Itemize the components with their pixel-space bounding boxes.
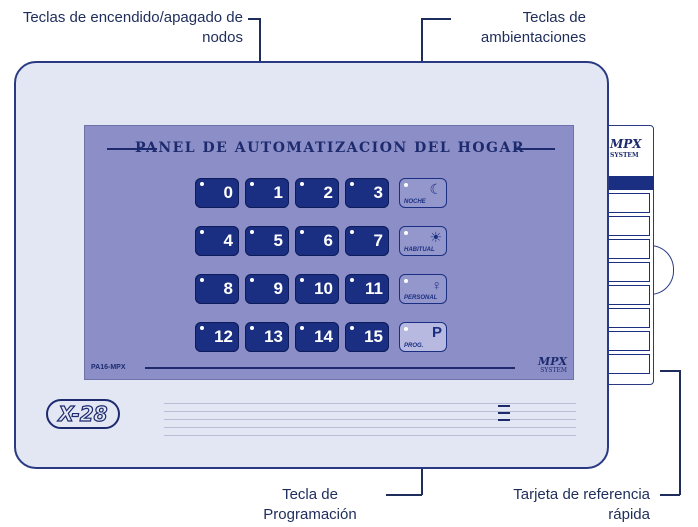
key-led	[200, 326, 204, 330]
scene-led	[404, 183, 408, 187]
key-4[interactable]: 4	[195, 226, 239, 256]
key-led	[300, 326, 304, 330]
prog-key[interactable]: P PROG.	[399, 322, 447, 352]
key-10[interactable]: 10	[295, 274, 339, 304]
key-led	[200, 278, 204, 282]
key-led	[350, 230, 354, 234]
model-rule	[145, 367, 515, 369]
key-led	[200, 230, 204, 234]
scene-key-habitual[interactable]: ☀ HABITUAL	[399, 226, 447, 256]
scene-label: NOCHE	[404, 199, 426, 205]
key-led	[300, 182, 304, 186]
scene-key-personal[interactable]: ♀ PERSONAL	[399, 274, 447, 304]
scene-key-noche[interactable]: ☾ NOCHE	[399, 178, 447, 208]
callout-node-keys: Teclas de encendido/apagado de nodos	[8, 8, 243, 48]
title-rule-right	[515, 148, 555, 150]
title-rule-left	[107, 148, 157, 150]
key-led	[200, 182, 204, 186]
leader-node-keys-h	[248, 18, 260, 20]
key-8[interactable]: 8	[195, 274, 239, 304]
card-mpx-logo: MPX SYSTEM	[610, 137, 642, 159]
leader-card-h	[660, 494, 680, 496]
key-7[interactable]: 7	[345, 226, 389, 256]
moon-icon: ☾	[429, 181, 442, 197]
program-icon: P	[431, 324, 442, 341]
speaker-grille	[164, 403, 576, 439]
panel-title: PANEL DE AUTOMATIZACION DEL HOGAR	[134, 140, 526, 156]
key-0[interactable]: 0	[195, 178, 239, 208]
leader-prog-key-h	[386, 494, 422, 496]
key-led	[300, 278, 304, 282]
key-13[interactable]: 13	[245, 322, 289, 352]
callout-scene-keys: Teclas de ambientaciones	[456, 8, 586, 48]
key-led	[250, 326, 254, 330]
key-15[interactable]: 15	[345, 322, 389, 352]
key-led	[300, 230, 304, 234]
key-5[interactable]: 5	[245, 226, 289, 256]
device-body: PANEL DE AUTOMATIZACION DEL HOGAR 0 1 2 …	[14, 61, 609, 469]
callout-card: Tarjeta de referencia rápida	[500, 485, 650, 525]
scene-label: PERSONAL	[404, 295, 438, 301]
scene-label: HABITUAL	[404, 247, 435, 253]
scene-label: PROG.	[404, 343, 424, 349]
control-panel: PANEL DE AUTOMATIZACION DEL HOGAR 0 1 2 …	[84, 125, 574, 380]
callout-card-text: Tarjeta de referencia rápida	[513, 486, 650, 523]
key-led	[250, 278, 254, 282]
key-11[interactable]: 11	[345, 274, 389, 304]
key-12[interactable]: 12	[195, 322, 239, 352]
key-6[interactable]: 6	[295, 226, 339, 256]
leader-scene-keys-h	[421, 18, 451, 20]
leader-card-v	[679, 370, 681, 495]
key-led	[350, 326, 354, 330]
scene-led	[404, 327, 408, 331]
scene-led	[404, 279, 408, 283]
menu-icon	[498, 405, 510, 423]
scene-led	[404, 231, 408, 235]
callout-prog-key: Tecla de Programación	[250, 485, 370, 525]
key-2[interactable]: 2	[295, 178, 339, 208]
key-9[interactable]: 9	[245, 274, 289, 304]
key-led	[250, 182, 254, 186]
x28-logo: X-28	[46, 399, 120, 429]
key-14[interactable]: 14	[295, 322, 339, 352]
lamp-icon: ☀	[429, 229, 442, 245]
model-label: PA16-MPX	[91, 364, 126, 371]
key-led	[350, 182, 354, 186]
key-led	[250, 230, 254, 234]
key-3[interactable]: 3	[345, 178, 389, 208]
key-1[interactable]: 1	[245, 178, 289, 208]
callout-prog-key-text: Tecla de Programación	[263, 486, 357, 523]
panel-mpx-logo: MPX SYSTEM	[538, 355, 567, 374]
callout-scene-keys-text: Teclas de ambientaciones	[480, 9, 586, 46]
leader-card-top	[660, 370, 680, 372]
callout-node-keys-text: Teclas de encendido/apagado de nodos	[22, 9, 243, 46]
key-led	[350, 278, 354, 282]
bulb-icon: ♀	[431, 277, 443, 293]
